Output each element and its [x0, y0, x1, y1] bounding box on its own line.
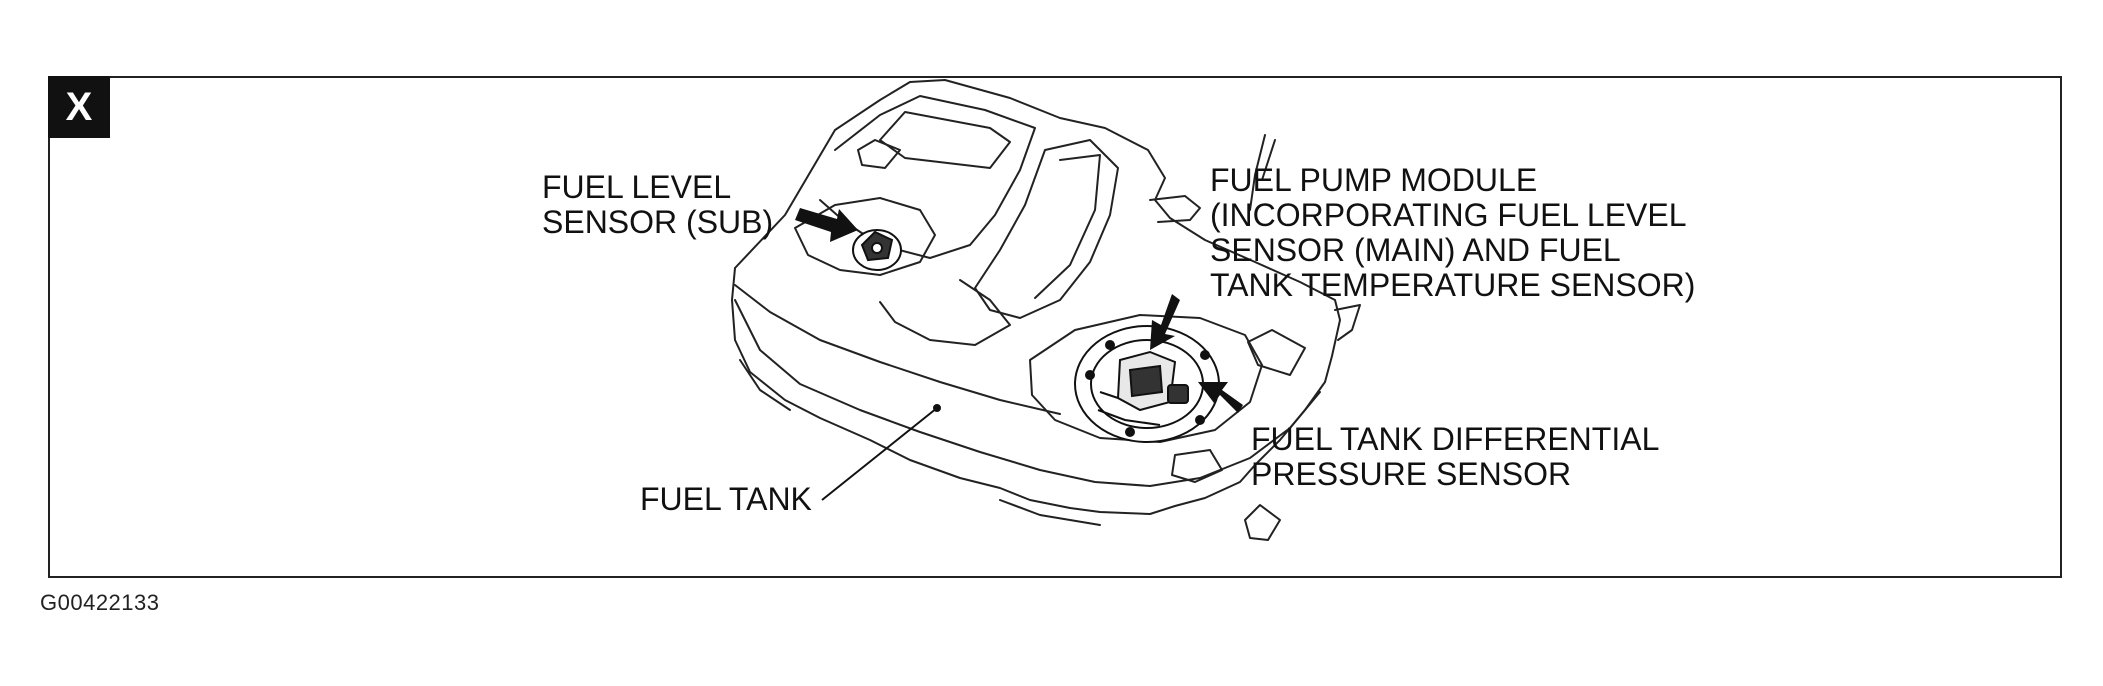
fuel-tank-lower-lip: [734, 299, 1321, 487]
center-channel-c: [879, 279, 1011, 346]
right-bracket: [1334, 304, 1361, 341]
label-fuel-tank-differential-pressure-sensor: FUEL TANK DIFFERENTIAL PRESSURE SENSOR: [1251, 422, 1659, 492]
label-line: (INCORPORATING FUEL LEVEL: [1210, 197, 1687, 233]
arrow-to-pressure-sensor: [1198, 382, 1243, 413]
fuel-tank-seam: [734, 284, 1061, 415]
label-line: FUEL PUMP MODULE: [1210, 162, 1538, 198]
label-line: SENSOR (SUB): [542, 204, 774, 240]
label-fuel-level-sensor-sub: FUEL LEVEL SENSOR (SUB): [542, 170, 773, 240]
fuel-tank-outline: [731, 79, 1341, 515]
label-line: TANK TEMPERATURE SENSOR): [1210, 267, 1696, 303]
sub-sensor-recess: [794, 197, 936, 276]
label-fuel-pump-module: FUEL PUMP MODULE (INCORPORATING FUEL LEV…: [1210, 163, 1695, 303]
arrow-to-sub-sensor: [795, 208, 858, 242]
saddle-left: [819, 95, 1036, 259]
right-pocket: [1029, 314, 1263, 443]
right-small-window: [1247, 329, 1306, 376]
filler-pipe: [1149, 195, 1201, 223]
left-hatch: [1171, 449, 1223, 483]
figure-id: G00422133: [40, 590, 160, 615]
label-line: FUEL TANK DIFFERENTIAL: [1251, 421, 1660, 457]
label-line: FUEL LEVEL: [542, 169, 732, 205]
fuel-level-sensor-sub-part: [852, 229, 902, 271]
center-channel-b: [1034, 154, 1101, 299]
label-line: PRESSURE SENSOR: [1251, 456, 1572, 492]
center-channel-a: [974, 139, 1119, 319]
panel-badge: X: [48, 76, 110, 138]
label-fuel-tank: FUEL TANK: [640, 481, 812, 517]
differential-pressure-sensor-part: [1167, 384, 1189, 404]
fuel-pump-module-part: [1074, 325, 1220, 443]
drain-fitting: [1244, 504, 1281, 541]
diagram-frame: [48, 76, 2062, 578]
saddle-small-window: [857, 139, 901, 169]
arrow-to-pump-module: [1150, 294, 1180, 350]
label-line: SENSOR (MAIN) AND FUEL: [1210, 232, 1621, 268]
front-edge: [739, 359, 1101, 526]
saddle-recess: [879, 111, 1011, 169]
vent-tube: [1249, 134, 1276, 211]
fuel-tank-leader: [821, 407, 938, 501]
